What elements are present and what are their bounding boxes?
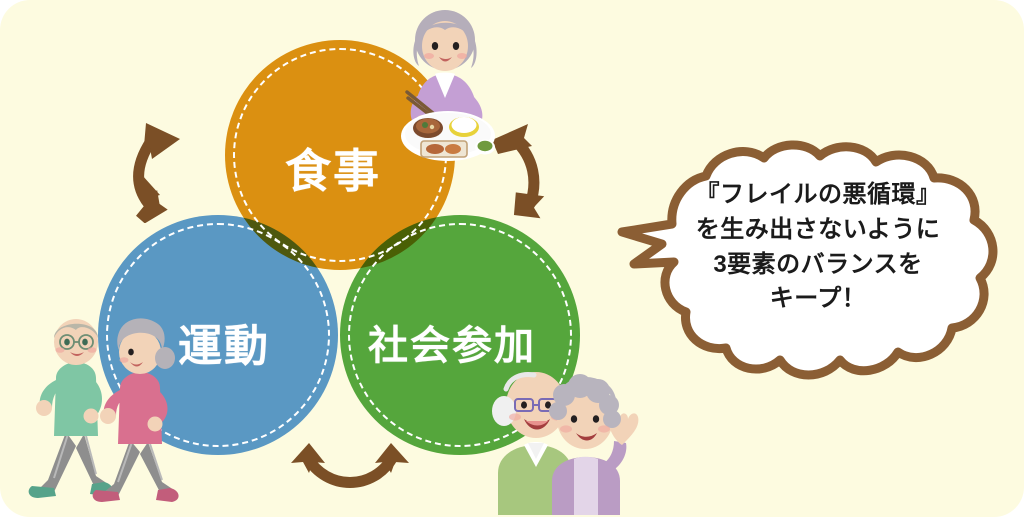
venn-label-exercise: 運動	[178, 322, 270, 371]
speech-bubble-line-3: 3要素のバランスを	[713, 250, 923, 278]
speech-bubble-text: 『フレイルの悪循環』 を生み出さないように 3要素のバランスを キープ！	[660, 178, 976, 317]
venn-label-food: 食事	[285, 145, 381, 197]
venn-circle-exercise-dashed-outline	[106, 223, 330, 447]
double-arrow-right-icon	[492, 124, 545, 219]
speech-bubble: 『フレイルの悪循環』 を生み出さないように 3要素のバランスを キープ！	[588, 140, 1008, 385]
speech-bubble-line-2: を生み出さないように	[695, 215, 941, 243]
venn-circle-social-dashed-outline	[348, 223, 572, 447]
elderly-couple-waving-illustration	[492, 372, 639, 515]
speech-bubble-line-4: キープ！	[769, 285, 867, 313]
speech-bubble-shape	[617, 140, 998, 380]
double-arrow-bottom-icon	[291, 443, 409, 488]
elderly-couple-walking-illustration	[28, 318, 179, 502]
speech-bubble-line-1: 『フレイルの悪循環』	[695, 181, 941, 208]
double-arrow-left-icon	[133, 123, 180, 223]
venn-diagram: 食事 運動 社会参加	[28, 10, 639, 515]
venn-label-social: 社会参加	[368, 324, 536, 368]
elderly-woman-with-meal-tray-illustration	[401, 10, 495, 161]
